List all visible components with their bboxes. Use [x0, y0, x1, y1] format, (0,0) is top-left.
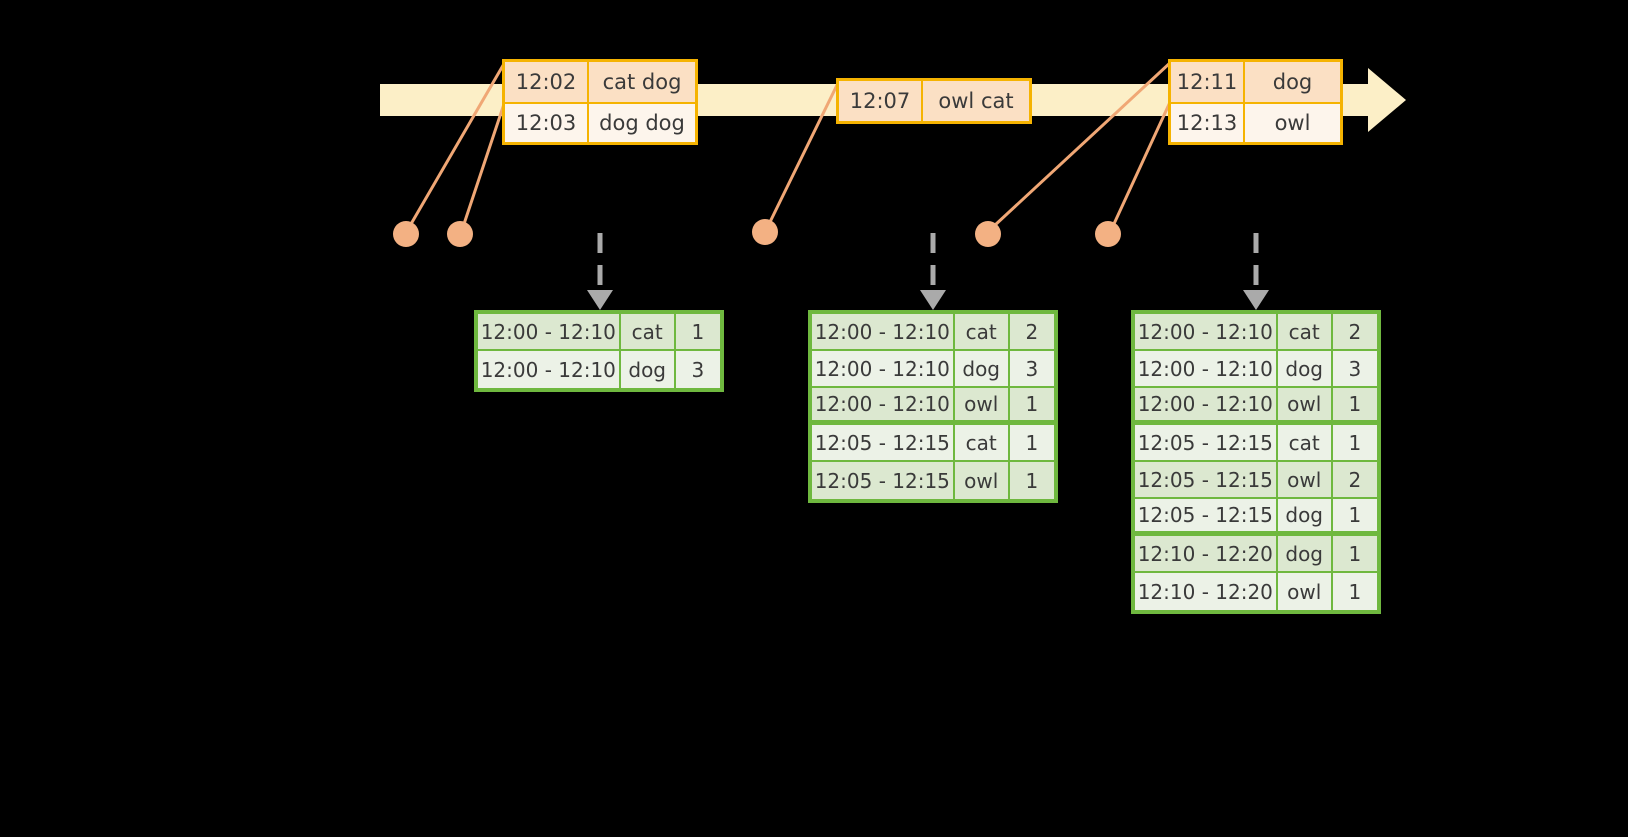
key-cell: owl [955, 462, 1010, 499]
window-cell: 12:00 - 12:10 [478, 314, 621, 349]
count-cell: 2 [1025, 319, 1039, 344]
evt-group-3: 12:11 dog 12:13 owl [1168, 59, 1343, 145]
key-cell: dog [1278, 351, 1333, 386]
connector-2-line [462, 100, 507, 225]
count-cell: 1 [1348, 541, 1362, 566]
event-timestamp: 12:13 [1171, 104, 1245, 142]
connector-3-line [768, 80, 841, 223]
count-cell: 2 [1348, 319, 1362, 344]
window-cell: 12:05 - 12:15 [812, 425, 955, 460]
window-cell: 12:00 - 12:10 [812, 351, 955, 386]
event-timestamp: 12:11 [1171, 62, 1245, 102]
dashed-arrow-2-head [920, 290, 946, 310]
window-cell: 12:00 - 12:10 [1135, 388, 1278, 420]
window-cell: 12:05 - 12:15 [812, 462, 955, 499]
event-row: 12:07 owl cat [839, 81, 1029, 121]
event-row: 12:02 cat dog [505, 62, 695, 102]
key-cell: dog [1278, 499, 1333, 531]
window-cell: 12:00 - 12:10 [812, 314, 955, 349]
event-payload: cat dog [602, 70, 682, 94]
count-cell: 1 [1025, 430, 1039, 455]
event-payload: dog [1272, 70, 1313, 94]
window-cell: 12:10 - 12:20 [1135, 536, 1278, 571]
key-cell: cat [621, 314, 676, 349]
window-cell: 12:10 - 12:20 [1135, 573, 1278, 610]
dashed-arrow-3-head [1243, 290, 1269, 310]
evt-group-2: 12:07 owl cat [836, 78, 1032, 124]
key-cell: cat [955, 425, 1010, 460]
key-cell: cat [1278, 314, 1333, 349]
key-cell: cat [1278, 425, 1333, 460]
event-row: 12:03 dog dog [505, 102, 695, 142]
connector-3-dot [752, 219, 778, 245]
count-cell: 3 [1025, 356, 1039, 381]
event-payload: dog dog [599, 111, 685, 135]
event-timestamp: 12:07 [839, 81, 923, 121]
connector-2-dot [447, 221, 473, 247]
dashed-arrow-group [587, 233, 1269, 310]
connector-5-line [1111, 99, 1173, 227]
event-timestamp: 12:02 [505, 62, 589, 102]
count-cell: 1 [1348, 392, 1362, 416]
window-cell: 12:05 - 12:15 [1135, 462, 1278, 497]
event-row: 12:13 owl [1171, 102, 1340, 142]
count-cell: 1 [1348, 503, 1362, 527]
window-cell: 12:00 - 12:10 [812, 388, 955, 420]
window-cell: 12:00 - 12:10 [1135, 314, 1278, 349]
count-cell: 3 [1348, 356, 1362, 381]
window-cell: 12:05 - 12:15 [1135, 499, 1278, 531]
event-payload: owl cat [938, 89, 1014, 113]
count-cell: 1 [1348, 579, 1362, 604]
event-payload: owl [1274, 111, 1311, 135]
count-cell: 2 [1348, 467, 1362, 492]
event-timestamp: 12:03 [505, 104, 589, 142]
connector-1-line [409, 61, 507, 225]
key-cell: owl [1278, 573, 1333, 610]
event-row: 12:11 dog [1171, 62, 1340, 102]
count-cell: 1 [1348, 430, 1362, 455]
key-cell: owl [955, 388, 1010, 420]
key-cell: owl [1278, 388, 1333, 420]
count-cell: 1 [1025, 392, 1039, 416]
key-cell: dog [621, 351, 676, 388]
count-cell: 1 [1025, 468, 1039, 493]
dashed-arrow-1-head [587, 290, 613, 310]
count-cell: 1 [691, 319, 705, 344]
connector-5-dot [1095, 221, 1121, 247]
key-cell: owl [1278, 462, 1333, 497]
key-cell: dog [1278, 536, 1333, 571]
connector-4-dot [975, 221, 1001, 247]
window-cell: 12:05 - 12:15 [1135, 425, 1278, 460]
connector-1-dot [393, 221, 419, 247]
window-cell: 12:00 - 12:10 [1135, 351, 1278, 386]
key-cell: dog [955, 351, 1010, 386]
count-cell: 3 [691, 357, 705, 382]
timeline-arrowhead [1368, 68, 1406, 132]
window-cell: 12:00 - 12:10 [478, 351, 621, 388]
key-cell: cat [955, 314, 1010, 349]
evt-group-1: 12:02 cat dog 12:03 dog dog [502, 59, 698, 145]
